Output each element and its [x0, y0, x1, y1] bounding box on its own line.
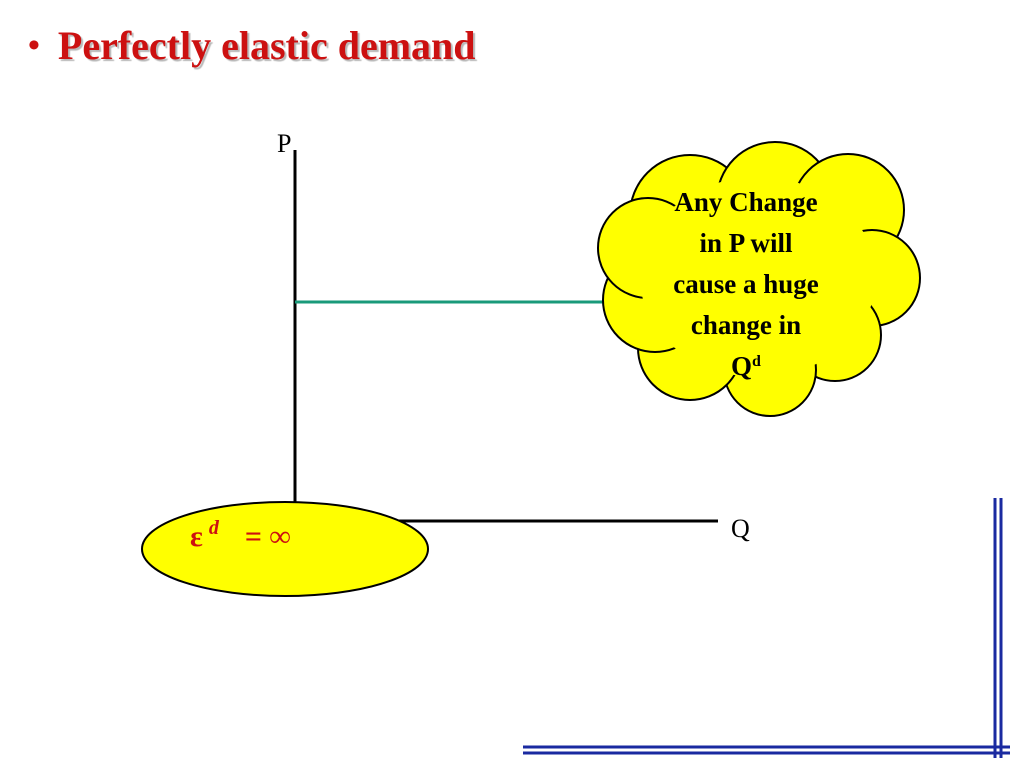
formula-equals-infinity: = ∞ [244, 520, 291, 553]
callout-line: in P will [699, 228, 793, 258]
callout-line: cause a huge [673, 269, 819, 299]
callout-text: Any Change in P will cause a huge change… [640, 182, 852, 387]
callout-q-sup: d [752, 353, 761, 370]
formula-superscript: d [208, 517, 219, 539]
callout-line-last: Qd [640, 346, 852, 387]
epsilon-symbol: ε [190, 520, 203, 553]
callout-q: Q [731, 351, 753, 381]
callout-line: change in [690, 310, 802, 340]
slide-title: Perfectly elastic demand [57, 23, 476, 68]
slide-frame [523, 498, 1010, 758]
slide-title-row: • Perfectly elastic demand [28, 26, 476, 66]
cloud-callout [597, 141, 921, 417]
formula-bubble [141, 501, 429, 597]
callout-line: Any Change [674, 187, 818, 217]
price-axis-label: P [277, 129, 292, 158]
quantity-axis-label: Q [731, 514, 750, 543]
bullet-icon: • [28, 27, 40, 64]
